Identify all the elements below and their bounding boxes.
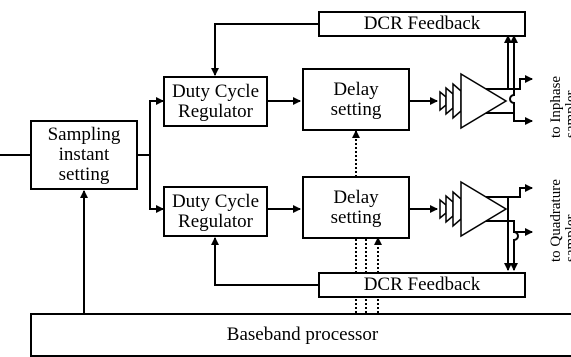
arrow-sampling-to-duty-bottom: [149, 155, 164, 213]
buffer-chain-top: [439, 72, 508, 130]
baseband-label: Baseband processor: [226, 324, 379, 346]
delay-bottom-label-2: setting: [330, 206, 382, 228]
quadrature-label-2: sampler: [563, 214, 571, 262]
sampling-label-3: setting: [58, 163, 110, 185]
output-bottom-positive: [486, 184, 533, 198]
output-top-negative: [486, 112, 533, 125]
sampling-label-1: Sampling: [47, 124, 121, 146]
sampling-label-2: instant: [58, 144, 110, 166]
duty-top-label-1: Duty Cycle: [171, 80, 260, 102]
duty-cycle-regulator-bottom: Duty Cycle Regulator: [163, 186, 268, 237]
delay-setting-top: Delay setting: [302, 68, 410, 131]
delay-bottom-label-1: Delay: [333, 186, 379, 208]
arrow-dcr-bottom-to-duty: [211, 237, 318, 286]
delay-top-label-1: Delay: [333, 78, 379, 100]
dcr-feedback-top-label: DCR Feedback: [363, 13, 481, 35]
duty-bottom-label-2: Regulator: [178, 210, 253, 232]
dcr-feedback-top: DCR Feedback: [318, 11, 526, 37]
buffer-chain-bottom: [439, 180, 508, 238]
duty-cycle-regulator-top: Duty Cycle Regulator: [163, 76, 268, 127]
delay-top-label-2: setting: [330, 98, 382, 120]
duty-bottom-label-1: Duty Cycle: [171, 190, 260, 212]
tap-bottom-2: [510, 221, 519, 271]
duty-top-label-2: Regulator: [178, 100, 253, 122]
quadrature-label-1: to Quadrature: [548, 179, 564, 262]
inphase-label-2: sampler: [563, 90, 571, 138]
arrow-dcr-top-to-duty: [211, 23, 318, 76]
baseband-processor: Baseband processor: [30, 313, 571, 357]
dcr-feedback-bottom: DCR Feedback: [318, 272, 526, 298]
sampling-instant-block: Sampling instant setting: [30, 120, 138, 190]
delay-setting-bottom: Delay setting: [302, 176, 410, 239]
inphase-output-label: to Inphase sampler: [548, 75, 571, 138]
tap-top-2: [509, 35, 518, 113]
arrow-sampling-to-duty-top: [138, 97, 164, 156]
quadrature-output-label: to Quadrature sampler: [548, 179, 571, 262]
dcr-feedback-bottom-label: DCR Feedback: [363, 274, 481, 296]
inphase-label-1: to Inphase: [548, 75, 564, 138]
output-top-positive: [486, 75, 533, 90]
